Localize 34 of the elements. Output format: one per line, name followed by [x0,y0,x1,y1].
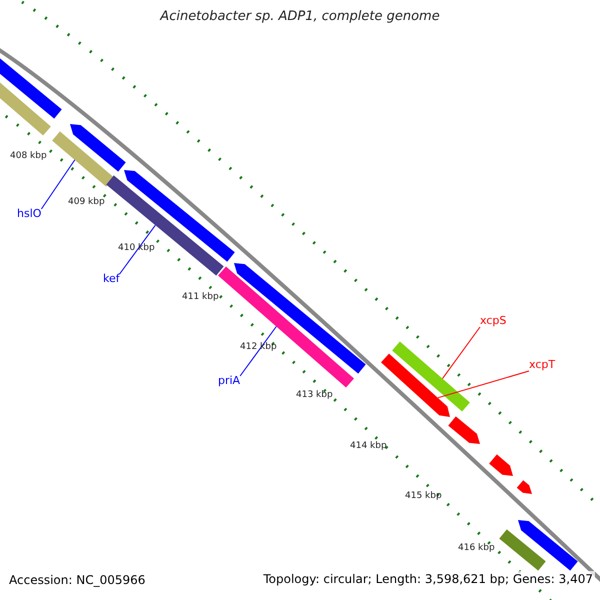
gene-block [381,354,450,417]
leader-line [119,224,156,274]
genome-summary: Topology: circular; Length: 3,598,621 bp; Genes: 3,407 [261,571,595,587]
gene-block [518,520,578,571]
tick-label: 416 kbp [458,543,495,553]
tick-label: 411 kbp [182,292,219,302]
tick-label: 414 kbp [350,441,387,451]
tick-label: 413 kbp [296,390,333,400]
leader-line [442,326,480,380]
gene-bar [0,82,51,136]
gene-bar [392,342,470,412]
leader-line [437,370,530,398]
gene-bar [52,131,114,187]
tick-label: 410 kbp [118,243,155,253]
gene-label: kef [103,272,120,285]
leader-line [240,326,277,376]
tick-label: 415 kbp [405,491,442,501]
tick-label: 412 kbp [240,342,277,352]
gene-label: priA [218,374,240,387]
leader-line [40,159,76,210]
gene-block [234,263,366,374]
gene-label: hslO [17,207,42,220]
title: Acinetobacter sp. ADP1, complete genome [158,9,441,24]
tick-label: 408 kbp [10,151,47,161]
gene-block [70,124,126,172]
gene-block [448,416,480,444]
gene-label: xcpS [480,314,506,327]
gene-block [516,480,532,494]
tick-label: 409 kbp [68,197,105,207]
gene-bar [218,266,354,388]
gene-block [489,454,513,476]
gene-bar [0,57,62,119]
accession-text: Accession: NC_005966 [9,573,146,587]
gene-label: xcpT [529,358,556,371]
